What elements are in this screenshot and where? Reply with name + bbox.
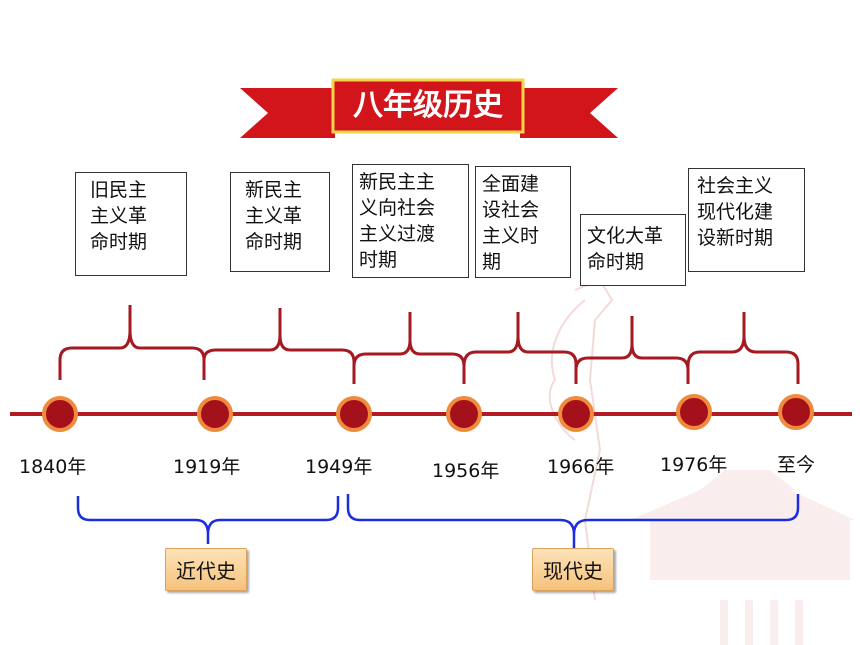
banner-center [331, 78, 525, 134]
dot-1840 [42, 396, 78, 432]
year-1966: 1966年 [547, 456, 615, 478]
period-box-1: 旧民主 主义革 命时期 [75, 172, 187, 276]
bracket-1 [58, 305, 206, 380]
period-box-6: 社会主义 现代化建 设新时期 [688, 168, 805, 272]
page-title: 八年级历史 [353, 88, 503, 123]
banner-left-tail [240, 88, 335, 138]
dot-1966 [558, 396, 594, 432]
banner-right-tail [520, 88, 618, 138]
title-banner [240, 78, 618, 138]
era-label-modern: 近代史 [165, 548, 247, 591]
timeline-dots [42, 394, 814, 432]
period-box-4: 全面建 设社会 主义时 期 [475, 166, 571, 278]
era-bracket-old [76, 496, 340, 544]
bracket-4 [462, 312, 578, 384]
bracket-5 [574, 316, 690, 384]
year-1840: 1840年 [19, 456, 87, 478]
era-bracket-new [346, 494, 800, 548]
year-1956: 1956年 [432, 460, 500, 482]
period-box-5: 文化大革 命时期 [580, 214, 686, 286]
bracket-2 [202, 308, 356, 384]
period-brackets [58, 305, 800, 384]
dot-1919 [197, 396, 233, 432]
year-1919: 1919年 [173, 456, 241, 478]
year-present: 至今 [777, 454, 816, 476]
bracket-6 [686, 312, 800, 384]
year-1976: 1976年 [660, 454, 728, 476]
bracket-3 [352, 312, 466, 384]
dot-present [778, 394, 814, 430]
dot-1956 [446, 396, 482, 432]
dot-1949 [336, 396, 372, 432]
dot-1976 [676, 394, 712, 430]
era-brackets [76, 494, 800, 548]
year-1949: 1949年 [305, 456, 373, 478]
period-box-3: 新民主主 义向社会 主义过渡 时期 [352, 164, 469, 278]
era-label-contemporary: 现代史 [532, 548, 614, 591]
period-box-2: 新民主 主义革 命时期 [230, 172, 330, 272]
